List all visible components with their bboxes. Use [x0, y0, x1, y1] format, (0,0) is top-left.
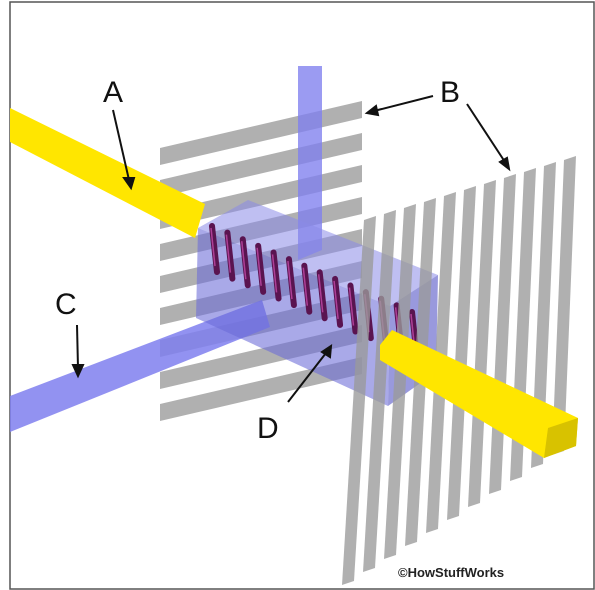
gray-bar — [342, 216, 376, 585]
pointer-b2 — [466, 103, 506, 163]
rod-highlight — [333, 280, 339, 320]
label-d: D — [257, 412, 279, 445]
arrowhead-icon — [320, 344, 333, 359]
pointer-d — [287, 352, 327, 403]
credit-text: ©HowStuffWorks — [398, 565, 504, 580]
rod — [239, 236, 251, 289]
rod — [285, 256, 297, 309]
rod-highlight — [271, 254, 278, 293]
rod-highlight — [256, 247, 262, 286]
rod — [301, 262, 313, 315]
rod — [209, 223, 220, 275]
box-top — [198, 200, 438, 306]
pointer-c — [76, 324, 79, 369]
arrowhead-icon — [364, 104, 380, 117]
arrowhead-icon — [71, 364, 85, 379]
yellow-beam-left — [10, 108, 205, 238]
pointer-b1 — [373, 95, 434, 112]
rod — [224, 229, 236, 282]
arrowhead-icon — [122, 177, 136, 191]
gray-bar — [468, 180, 496, 507]
rod-highlight — [241, 241, 247, 280]
arrowhead-icon — [498, 156, 511, 172]
rod — [332, 275, 344, 328]
rod-highlight — [302, 267, 309, 306]
label-b: B — [440, 76, 460, 109]
rod-highlight — [225, 234, 232, 273]
rod — [255, 242, 267, 295]
rod-highlight — [287, 260, 293, 300]
gray-bar — [531, 162, 556, 468]
rod — [316, 269, 328, 322]
gray-bar — [447, 186, 476, 520]
rod-highlight — [348, 287, 355, 326]
yellow-beam-end — [544, 418, 578, 458]
label-a: A — [103, 76, 123, 109]
pointer-a — [112, 109, 130, 181]
blue-beam-vertical — [298, 66, 322, 260]
yellow-beam-right — [380, 330, 578, 458]
rod — [347, 282, 359, 335]
rod-highlight — [317, 274, 324, 313]
label-c: C — [55, 288, 77, 321]
rod — [270, 249, 282, 302]
gray-bar — [384, 204, 416, 559]
blue-beam-c — [10, 300, 270, 432]
gray-bar — [363, 210, 396, 572]
pointers — [71, 95, 511, 403]
rod-highlight — [210, 227, 216, 267]
gray-bar — [552, 156, 576, 455]
